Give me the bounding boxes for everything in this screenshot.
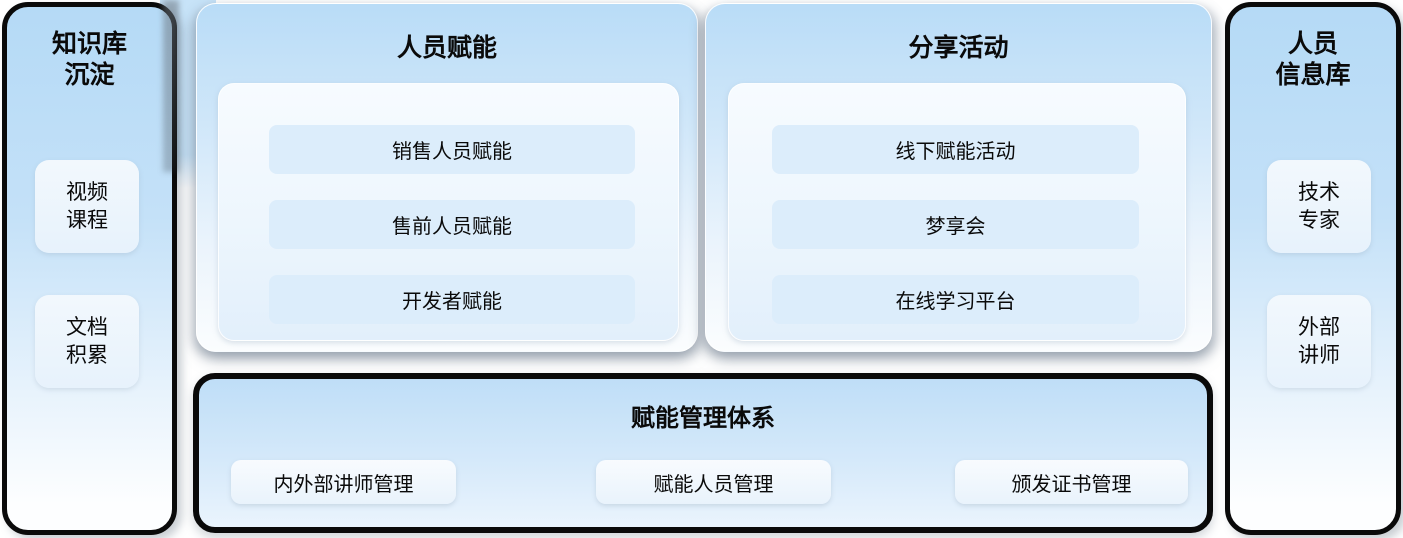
sharing-activities-title: 分享活动 <box>908 34 1009 62</box>
item-online-learning-platform: 在线学习平台 <box>772 275 1139 324</box>
knowledge-base-column: 知识库 沉淀 视频 课程 文档 积累 <box>2 2 177 535</box>
item-lecturer-management: 内外部讲师管理 <box>231 460 456 504</box>
personnel-info-title: 人员 信息库 <box>1230 29 1396 90</box>
personnel-item-technical-experts: 技术 专家 <box>1267 160 1371 253</box>
personnel-enablement-panel: 人员赋能 销售人员赋能 售前人员赋能 开发者赋能 <box>196 3 698 352</box>
item-developer-enablement: 开发者赋能 <box>269 275 635 324</box>
sharing-activities-panel: 分享活动 线下赋能活动 梦享会 在线学习平台 <box>705 3 1212 352</box>
enablement-management-panel: 赋能管理体系 内外部讲师管理 赋能人员管理 颁发证书管理 <box>193 373 1213 533</box>
document-accumulation-line1: 文档 <box>66 316 108 340</box>
knowledge-base-title-line1: 知识库 <box>51 30 127 58</box>
personnel-enablement-title: 人员赋能 <box>396 34 497 62</box>
personnel-info-column: 人员 信息库 技术 专家 外部 讲师 <box>1225 2 1401 535</box>
item-sales-enablement: 销售人员赋能 <box>269 125 635 174</box>
technical-experts-line1: 技术 <box>1298 181 1340 205</box>
sharing-activities-inner-panel: 线下赋能活动 梦享会 在线学习平台 <box>728 83 1186 341</box>
enablement-management-title: 赋能管理体系 <box>631 405 775 432</box>
personnel-info-title-line1: 人员 <box>1287 30 1338 58</box>
knowledge-base-title-line2: 沉淀 <box>64 60 115 89</box>
knowledge-item-document-accumulation: 文档 积累 <box>35 295 139 388</box>
external-lecturers-line1: 外部 <box>1298 316 1340 340</box>
item-dream-sharing-meeting: 梦享会 <box>772 200 1139 249</box>
knowledge-base-title: 知识库 沉淀 <box>7 29 172 90</box>
technical-experts-line2: 专家 <box>1298 208 1340 232</box>
external-lecturers-line2: 讲师 <box>1298 343 1340 367</box>
personnel-info-title-line2: 信息库 <box>1275 60 1351 89</box>
personnel-item-external-lecturers: 外部 讲师 <box>1267 295 1371 388</box>
video-courses-line1: 视频 <box>66 181 108 205</box>
item-presales-enablement: 售前人员赋能 <box>269 200 635 249</box>
item-offline-enablement-activities: 线下赋能活动 <box>772 125 1139 174</box>
personnel-enablement-inner-panel: 销售人员赋能 售前人员赋能 开发者赋能 <box>218 83 679 341</box>
document-accumulation-line2: 积累 <box>66 343 108 367</box>
video-courses-line2: 课程 <box>66 208 108 232</box>
item-enablement-personnel-management: 赋能人员管理 <box>596 460 831 504</box>
knowledge-item-video-courses: 视频 课程 <box>35 160 139 253</box>
item-certificate-management: 颁发证书管理 <box>955 460 1188 504</box>
